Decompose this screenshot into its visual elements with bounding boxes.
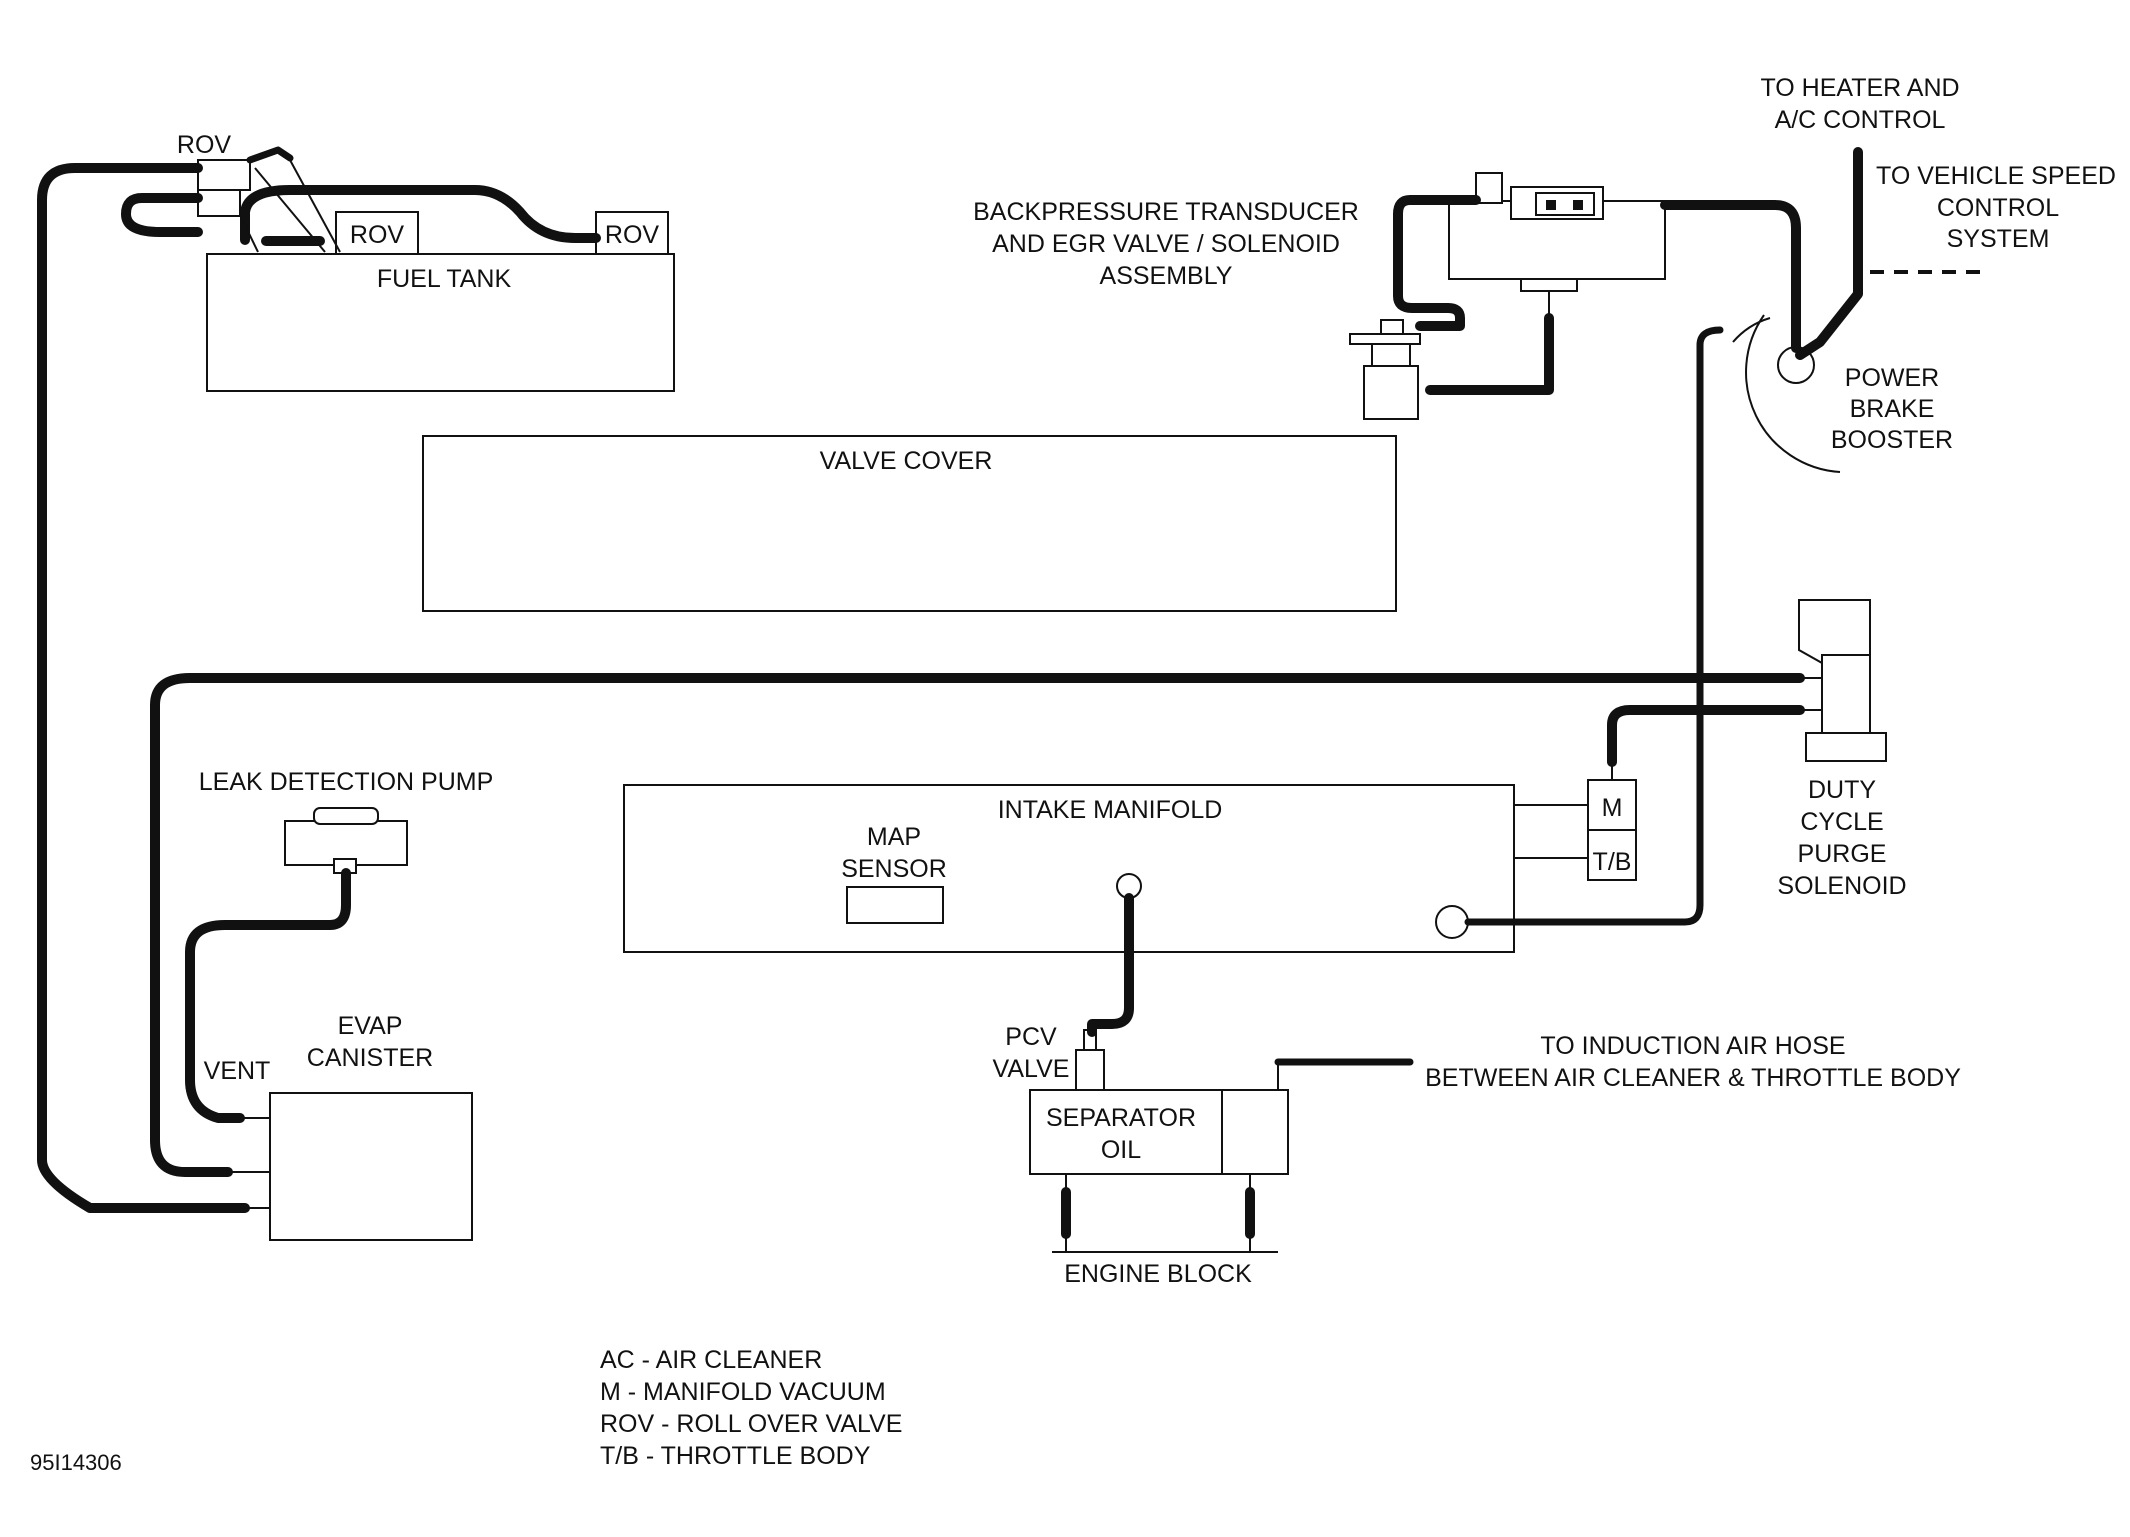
legend-item: T/B - THROTTLE BODY [600, 1442, 871, 1470]
to-speed-control-label: SYSTEM [1947, 225, 2050, 253]
backpressure-transducer-pin [1546, 200, 1556, 210]
vacuum-hose [121, 193, 203, 237]
vacuum-hose [254, 167, 326, 253]
separator-label: SEPARATOR [1046, 1104, 1196, 1132]
intake-manifold-label: INTAKE MANIFOLD [998, 796, 1223, 824]
egr-valve-assembly [1349, 172, 1666, 420]
legend-item: M - MANIFOLD VACUUM [600, 1378, 886, 1406]
vent-label: VENT [204, 1057, 271, 1085]
rov-label: ROV [350, 221, 405, 249]
leak-detection-pump [284, 807, 408, 874]
backpressure-label: AND EGR VALVE / SOLENOID [992, 230, 1340, 258]
booster-label: POWER [1845, 364, 1939, 392]
manifold-vacuum-port-label: M [1602, 794, 1623, 822]
rov-valve-middle: ROV [335, 211, 419, 255]
to-heater-label: TO HEATER AND [1760, 74, 1959, 102]
legend-item: AC - AIR CLEANER [600, 1346, 822, 1374]
vacuum-hose [37, 163, 250, 1213]
vacuum-port-block: M T/B [1514, 779, 1637, 881]
purge-solenoid-label: CYCLE [1800, 808, 1883, 836]
induction-hose-label: TO INDUCTION AIR HOSE [1540, 1032, 1845, 1060]
vacuum-hose [185, 868, 351, 1123]
booster-label: BOOSTER [1831, 426, 1953, 454]
purge-solenoid-label: PURGE [1798, 840, 1887, 868]
induction-hose-label: BETWEEN AIR CLEANER & THROTTLE BODY [1425, 1064, 1961, 1092]
to-speed-control-label: CONTROL [1937, 194, 2059, 222]
legend: AC - AIR CLEANER M - MANIFOLD VACUUM ROV… [600, 1346, 902, 1470]
rov-valve-right: ROV [595, 211, 669, 255]
pcv-valve-label: PCV [1005, 1023, 1057, 1051]
backpressure-label: ASSEMBLY [1100, 262, 1233, 290]
backpressure-transducer-pin [1573, 200, 1583, 210]
throttle-body-port-label: T/B [1593, 848, 1632, 876]
map-sensor: MAP SENSOR [841, 823, 947, 924]
separator-label: OIL [1101, 1136, 1141, 1164]
rov-label: ROV [177, 131, 232, 159]
to-speed-control-label: TO VEHICLE SPEED [1876, 162, 2116, 190]
vacuum-hose [1660, 200, 1801, 353]
duty-cycle-purge-solenoid [1798, 599, 1887, 762]
vacuum-hose [246, 146, 294, 164]
vacuum-hose [1087, 893, 1134, 1037]
leak-pump-label: LEAK DETECTION PUMP [199, 768, 494, 796]
pcv-valve [1075, 1029, 1105, 1091]
evap-canister-label: CANISTER [307, 1044, 433, 1072]
engine-block-label: ENGINE BLOCK [1064, 1260, 1252, 1288]
engine-block-mounts [1052, 1174, 1278, 1253]
pcv-valve-label: VALVE [993, 1055, 1070, 1083]
vacuum-hose [239, 214, 259, 253]
evap-canister [269, 1092, 473, 1241]
valve-cover-label: VALVE COVER [820, 447, 993, 475]
purge-solenoid-label: DUTY [1808, 776, 1876, 804]
map-sensor-label: SENSOR [841, 855, 947, 883]
vacuum-hose [1795, 147, 1863, 360]
to-heater-label: A/C CONTROL [1775, 106, 1946, 134]
vacuum-hose [240, 185, 601, 243]
vacuum-hose [150, 673, 1805, 1177]
vacuum-hose [1393, 195, 1481, 331]
vacuum-hose [1425, 313, 1554, 395]
booster-label: BRAKE [1850, 395, 1935, 423]
rov-label: ROV [605, 221, 660, 249]
fuel-tank-label: FUEL TANK [377, 265, 512, 293]
vacuum-hose [1607, 705, 1805, 767]
vacuum-hoses [37, 146, 1863, 1213]
intake-manifold: INTAKE MANIFOLD [623, 784, 1515, 953]
valve-cover: VALVE COVER [422, 435, 1397, 612]
figure-id: 95I14306 [30, 1450, 122, 1475]
map-sensor-label: MAP [867, 823, 921, 851]
legend-item: ROV - ROLL OVER VALVE [600, 1410, 902, 1438]
backpressure-label: BACKPRESSURE TRANSDUCER [973, 198, 1359, 226]
purge-solenoid-label: SOLENOID [1777, 872, 1906, 900]
oil-separator: SEPARATOR OIL [1029, 1062, 1289, 1175]
fuel-tank: FUEL TANK [206, 253, 675, 392]
rov-valve-top: ROV [177, 131, 251, 217]
evap-canister-label: EVAP [338, 1012, 403, 1040]
vacuum-hose [1464, 326, 1724, 926]
vacuum-hose [289, 159, 341, 253]
